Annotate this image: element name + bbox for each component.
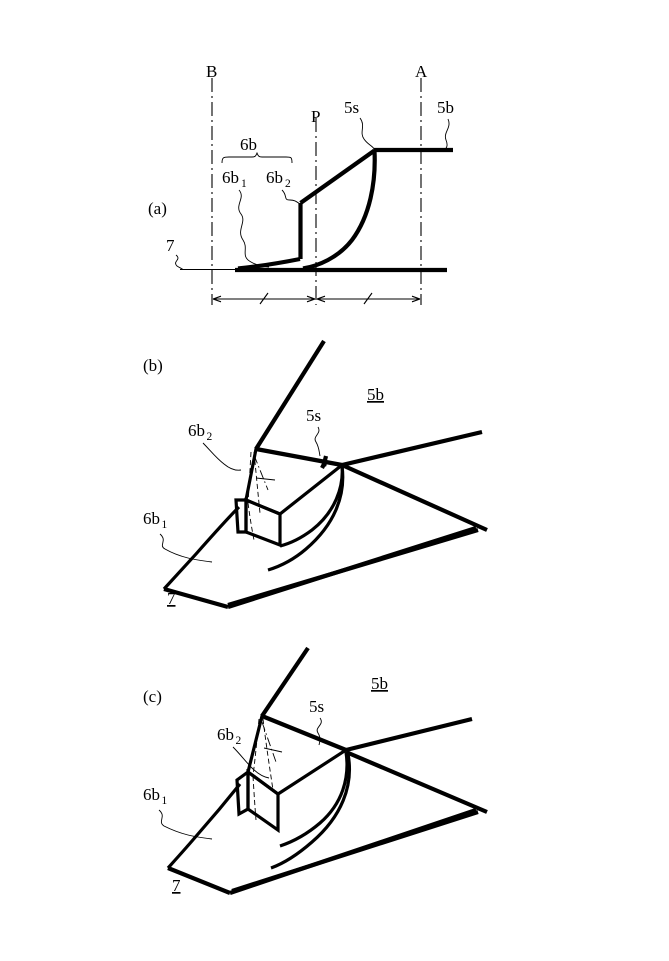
dimension-group-a xyxy=(212,292,421,305)
panel-c-squealer-curve-inner xyxy=(270,753,352,870)
panel-c-hidden-edge-3 xyxy=(252,775,257,821)
panel-label-c: (c) xyxy=(143,687,162,706)
callout-6b-label: 6b xyxy=(240,135,257,154)
panel-c-hidden-center-tail xyxy=(263,747,283,753)
panel-c-pressure-wall-edge xyxy=(345,750,488,814)
panel-label-b: (b) xyxy=(143,356,163,375)
dimension-arrow-left-end xyxy=(306,295,316,303)
dimension-arrow-left-start xyxy=(212,295,222,303)
panel-c-rib-base-left-face xyxy=(235,768,250,817)
panel-c-rib-base-front-face xyxy=(246,768,280,834)
panel-c-suction-wall-curve xyxy=(166,783,242,870)
panel-b-leading-edge-upper xyxy=(254,339,326,451)
dimension-arrow-right-start xyxy=(316,295,326,303)
panel-b-tip-surface-edge-right xyxy=(341,429,483,468)
callout-5b-label-a: 5b xyxy=(437,98,454,117)
callout-7-leader-a xyxy=(175,254,184,270)
callout-6b-brace xyxy=(221,151,293,164)
panel-b-squealer-curve-inner xyxy=(267,465,345,572)
panel-c-platform-edge-lower-right-2 xyxy=(231,810,479,893)
panel-c-hidden-edge-1 xyxy=(252,718,260,777)
callout-6b1-leader-a xyxy=(238,189,270,268)
panel-b-suction-wall-curve xyxy=(162,505,241,591)
panel-c-hidden-centerline xyxy=(261,721,277,763)
profile-upper-diagonal-5s xyxy=(299,148,376,205)
panel-c-tip-surface-edge-right xyxy=(345,716,473,753)
callout-5b-leader-a xyxy=(444,118,450,151)
callout-6b2-leader-a xyxy=(281,189,301,205)
callout-7-label-a: 7 xyxy=(166,236,175,255)
callout-6b1-leader-b xyxy=(159,533,213,563)
profile-curved-trailing-edge xyxy=(302,150,377,271)
panel-b-hidden-edge-3 xyxy=(247,502,255,541)
callout-5s-leader-b xyxy=(314,426,321,457)
callout-7-label-b: 7 xyxy=(167,589,176,608)
callout-7-label-c: 7 xyxy=(172,876,181,895)
callout-5s-label-c: 5s xyxy=(309,697,324,716)
callout-6b2-leader-c xyxy=(232,746,270,779)
callout-5s-label-b: 5s xyxy=(306,406,321,425)
callout-5s-leader-c xyxy=(316,717,322,746)
callout-5s-label-a: 5s xyxy=(344,98,359,117)
callout-5b-label-c: 5b xyxy=(371,674,388,693)
panel-c-hidden-edge-2 xyxy=(262,718,274,791)
panel-b-platform-edge-lower-right-2 xyxy=(227,527,479,608)
callout-5b-label-b: 5b xyxy=(367,385,384,404)
panel-b-hidden-center-tail xyxy=(255,477,276,481)
callout-6b2-leader-b xyxy=(202,442,242,471)
callout-6b1-leader-c xyxy=(158,809,213,840)
panel-c-squealer-curve-outer xyxy=(279,751,349,848)
panel-c-platform-edge-lower-left xyxy=(167,866,231,895)
callout-5s-leader-a xyxy=(359,117,376,151)
profile-ramp-6b1 xyxy=(237,256,301,271)
panel-b-pressure-wall-edge xyxy=(341,463,488,532)
panel-b-hidden-centerline xyxy=(253,454,269,491)
dimension-tick-left xyxy=(259,292,269,305)
axis-label-b: B xyxy=(206,62,217,81)
panel-b-hidden-edge-1 xyxy=(247,451,252,504)
panel-b-platform-edge-lower-left xyxy=(163,586,229,610)
panel-b-hidden-edge-2 xyxy=(253,451,261,514)
dimension-arrow-right-end xyxy=(411,295,421,303)
axis-label-p: P xyxy=(311,107,320,126)
panel-c-leading-edge-upper xyxy=(260,646,310,718)
panel-b-rib-base-left-face xyxy=(234,498,248,534)
axis-label-a: A xyxy=(415,62,428,81)
panel-label-a: (a) xyxy=(148,199,167,218)
dimension-tick-right xyxy=(363,292,373,305)
